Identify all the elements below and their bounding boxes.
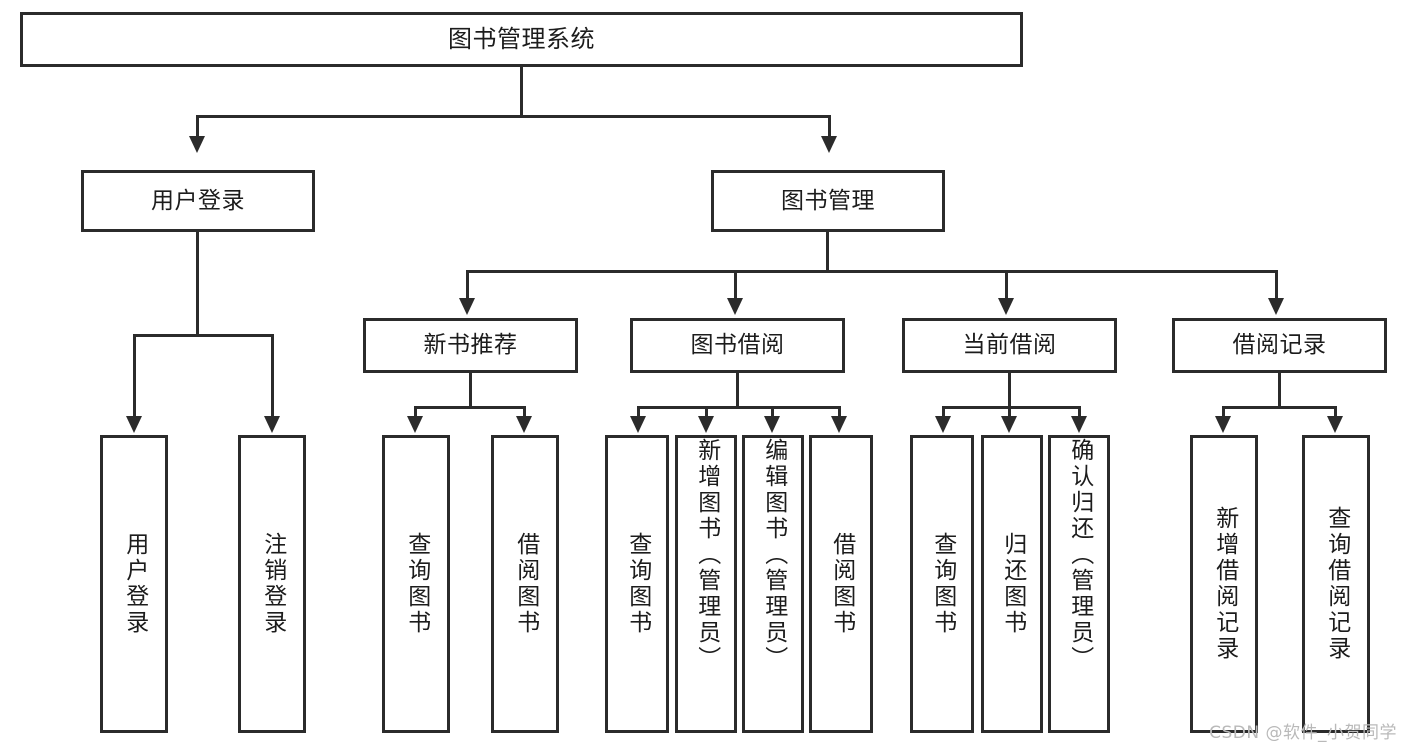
connector-current-borrow-stem [1008,373,1011,408]
leaf-bb-query-book[interactable]: 查询图书 [605,435,669,733]
arrow-to-leaf-cb-confirm-return [1071,416,1087,433]
connector-book-manage-leg-4 [1275,270,1278,300]
connector-user-login-stem [196,232,199,336]
connector-borrow-record-leg-2 [1334,406,1337,418]
node-book-manage[interactable]: 图书管理 [711,170,945,232]
node-user-login[interactable]: 用户登录 [81,170,315,232]
node-label: 新增图书（管理员） [693,438,720,672]
node-label: 新增借阅记录 [1211,506,1238,662]
arrow-to-book-borrow [727,298,743,315]
arrow-to-user-login [189,136,205,153]
connector-current-borrow-leg-1 [942,406,945,418]
connector-root-stem [520,67,523,115]
node-label: 用户登录 [121,532,148,636]
node-label: 图书借阅 [690,332,785,359]
connector-root-bus [196,115,831,118]
node-label: 归还图书 [999,532,1026,636]
leaf-bb-add-book[interactable]: 新增图书（管理员） [675,435,737,733]
leaf-bb-edit-book[interactable]: 编辑图书（管理员） [742,435,804,733]
node-label: 借阅记录 [1232,332,1327,359]
node-label: 查询借阅记录 [1323,506,1350,662]
leaf-br-add-record[interactable]: 新增借阅记录 [1190,435,1258,733]
arrow-to-leaf-br-query-record [1327,416,1343,433]
connector-book-borrow-leg-1 [637,406,640,418]
connector-book-borrow-leg-3 [771,406,774,418]
connector-book-manage-stem [826,232,829,272]
connector-user-login-leg-2 [271,334,274,418]
arrow-to-leaf-nb-query-book [407,416,423,433]
arrow-to-current-borrow [998,298,1014,315]
arrow-to-leaf-cb-return-book [1001,416,1017,433]
node-label: 图书管理系统 [448,24,595,53]
leaf-cb-return-book[interactable]: 归还图书 [981,435,1043,733]
connector-new-book-leg-1 [414,406,417,418]
node-book-borrow[interactable]: 图书借阅 [630,318,845,373]
node-label: 当前借阅 [962,332,1057,359]
leaf-nb-borrow-book[interactable]: 借阅图书 [491,435,559,733]
node-label: 编辑图书（管理员） [760,438,787,672]
arrow-to-leaf-user-login [126,416,142,433]
connector-book-manage-leg-3 [1005,270,1008,300]
leaf-user-login[interactable]: 用户登录 [100,435,168,733]
connector-borrow-record-leg-1 [1222,406,1225,418]
connector-borrow-record-bus [1222,406,1337,409]
connector-book-borrow-leg-2 [705,406,708,418]
node-label: 借阅图书 [512,532,539,636]
arrow-to-new-book-recommend [459,298,475,315]
connector-root-leg-right [828,115,831,138]
arrow-to-leaf-bb-query-book [630,416,646,433]
connector-borrow-record-stem [1278,373,1281,408]
watermark-text: CSDN @软件_小贺同学 [1209,723,1397,743]
connector-user-login-leg-1 [133,334,136,418]
node-current-borrow[interactable]: 当前借阅 [902,318,1117,373]
node-label: 用户登录 [151,187,245,214]
connector-current-borrow-leg-2 [1008,406,1011,418]
node-label: 图书管理 [781,187,875,214]
connector-new-book-stem [469,373,472,408]
connector-new-book-bus [414,406,526,409]
connector-current-borrow-leg-3 [1078,406,1081,418]
node-label: 新书推荐 [423,332,518,359]
connector-current-borrow-bus [942,406,1081,409]
arrow-to-leaf-bb-add-book [698,416,714,433]
leaf-logout[interactable]: 注销登录 [238,435,306,733]
node-label: 确认归还（管理员） [1066,438,1093,672]
connector-book-borrow-leg-4 [838,406,841,418]
node-label: 查询图书 [624,532,651,636]
leaf-cb-confirm-return[interactable]: 确认归还（管理员） [1048,435,1110,733]
node-borrow-record[interactable]: 借阅记录 [1172,318,1387,373]
connector-book-borrow-bus [637,406,841,409]
node-label: 查询图书 [929,532,956,636]
arrow-to-borrow-record [1268,298,1284,315]
arrow-to-leaf-logout [264,416,280,433]
arrow-to-leaf-br-add-record [1215,416,1231,433]
connector-book-manage-leg-2 [734,270,737,300]
arrow-to-leaf-bb-edit-book [764,416,780,433]
arrow-to-leaf-bb-borrow-book [831,416,847,433]
arrow-to-leaf-cb-query-book [935,416,951,433]
connector-new-book-leg-2 [523,406,526,418]
node-new-book-recommend[interactable]: 新书推荐 [363,318,578,373]
leaf-bb-borrow-book[interactable]: 借阅图书 [809,435,873,733]
connector-root-leg-left [196,115,199,138]
arrow-to-leaf-nb-borrow-book [516,416,532,433]
connector-book-manage-leg-1 [466,270,469,300]
leaf-cb-query-book[interactable]: 查询图书 [910,435,974,733]
node-label: 查询图书 [403,532,430,636]
connector-user-login-bus [133,334,274,337]
arrow-to-book-manage [821,136,837,153]
node-label: 借阅图书 [828,532,855,636]
connector-book-manage-bus [466,270,1278,273]
leaf-nb-query-book[interactable]: 查询图书 [382,435,450,733]
leaf-br-query-record[interactable]: 查询借阅记录 [1302,435,1370,733]
node-root-system[interactable]: 图书管理系统 [20,12,1023,67]
connector-book-borrow-stem [736,373,739,408]
node-label: 注销登录 [259,532,286,636]
